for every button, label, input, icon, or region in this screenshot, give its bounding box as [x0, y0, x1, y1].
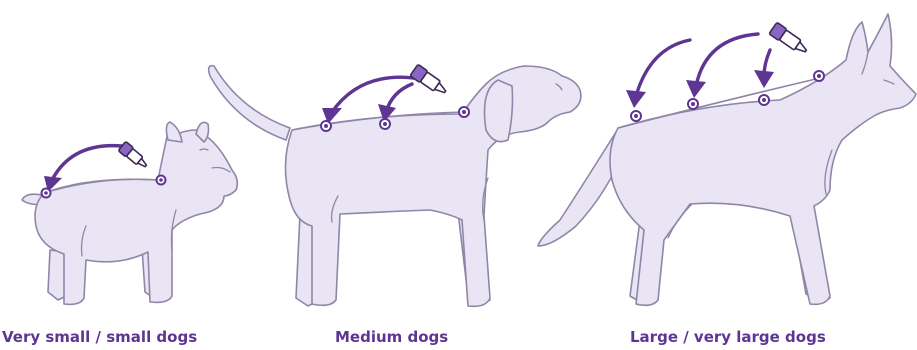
application-spot	[380, 119, 390, 129]
pipette-icon	[118, 141, 149, 170]
large-arrow-2-head	[686, 80, 706, 98]
application-spot	[814, 71, 824, 81]
small-dog-group	[22, 122, 237, 304]
pipette-icon	[410, 64, 449, 97]
large-arrow-1	[636, 40, 690, 96]
medium-dog-illustration	[209, 66, 581, 307]
small-arrow-1	[52, 146, 122, 180]
application-spot	[459, 107, 469, 117]
caption-medium-dogs: Medium dogs	[335, 328, 448, 346]
large-arrow-1-head	[626, 90, 646, 108]
application-spot	[157, 176, 166, 185]
application-spot	[688, 99, 698, 109]
application-spot	[631, 111, 641, 121]
caption-small-dogs: Very small / small dogs	[2, 328, 197, 346]
large-dog-illustration	[538, 14, 916, 305]
large-arrow-2	[696, 34, 758, 86]
medium-arrow-1	[332, 77, 414, 112]
large-dog-group	[538, 14, 916, 305]
application-spot	[759, 95, 769, 105]
pipette-icon	[769, 22, 810, 56]
medium-dog-group	[209, 64, 581, 306]
caption-large-dogs: Large / very large dogs	[630, 328, 826, 346]
large-arrow-3-head	[754, 70, 774, 88]
application-spot	[42, 189, 51, 198]
application-spot	[321, 121, 331, 131]
